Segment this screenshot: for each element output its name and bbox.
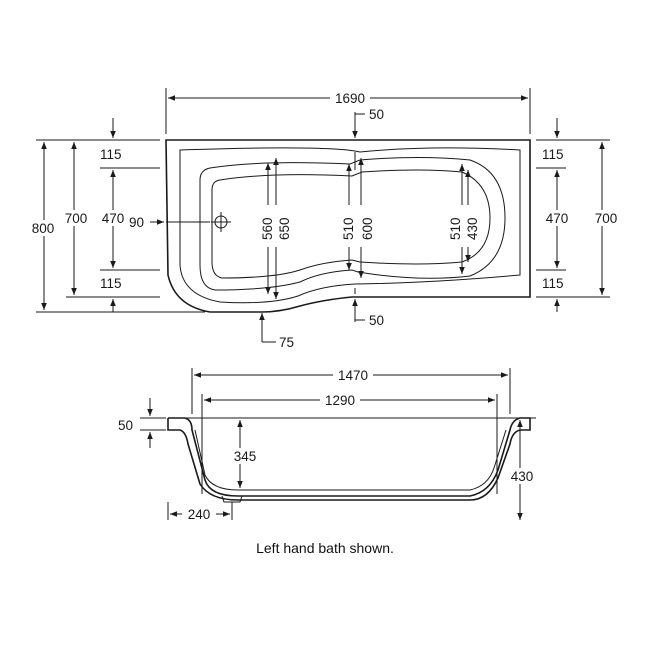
side-view: 1470 1290 50 345 430 240	[118, 367, 540, 522]
dim-rim-right-bottom: 115	[542, 276, 564, 291]
dim-top-length: 1470	[338, 368, 368, 383]
dim-mid-depth-a: 510	[341, 217, 356, 240]
bath-basin-floor	[211, 169, 491, 279]
dim-end-depth-b: 430	[465, 217, 480, 240]
dim-end-depth-a: 510	[448, 217, 463, 240]
dim-overall-height: 430	[511, 469, 534, 484]
dim-rim-top: 50	[369, 107, 384, 122]
dim-rim-height: 50	[118, 418, 133, 433]
dim-shower-depth-b: 650	[277, 217, 292, 240]
bath-basin-outline	[199, 157, 506, 291]
waste-outlet-icon	[211, 212, 231, 232]
dim-base-length: 1290	[325, 393, 355, 408]
dim-rim-left-bottom: 115	[100, 276, 122, 291]
dim-width-right: 700	[595, 211, 618, 226]
dim-inner-left: 470	[102, 211, 125, 226]
dim-rim-right-top: 115	[542, 147, 564, 162]
dim-corner-offset: 75	[279, 335, 294, 350]
bath-inner-rim	[179, 147, 521, 304]
dim-mid-depth-b: 600	[360, 217, 375, 240]
caption: Left hand bath shown.	[256, 540, 394, 556]
dim-inner-depth: 345	[234, 449, 257, 464]
dim-inner-right: 470	[546, 211, 569, 226]
bath-outline-plan	[165, 139, 531, 313]
dim-rim-bottom: 50	[369, 313, 384, 328]
plan-view: 1690 50 50 800 700 115 470 115	[28, 88, 620, 350]
bath-inner-side	[194, 429, 507, 491]
dim-waste-offset-side: 240	[188, 507, 211, 522]
dim-rim-left-top: 115	[100, 147, 122, 162]
dim-width-left: 700	[65, 211, 88, 226]
dim-overall-width: 800	[32, 221, 55, 236]
dim-shower-depth-a: 560	[260, 217, 275, 240]
dim-waste-offset: 90	[129, 215, 144, 230]
dim-plan-length: 1690	[335, 91, 365, 106]
bath-outline-side	[168, 417, 531, 501]
